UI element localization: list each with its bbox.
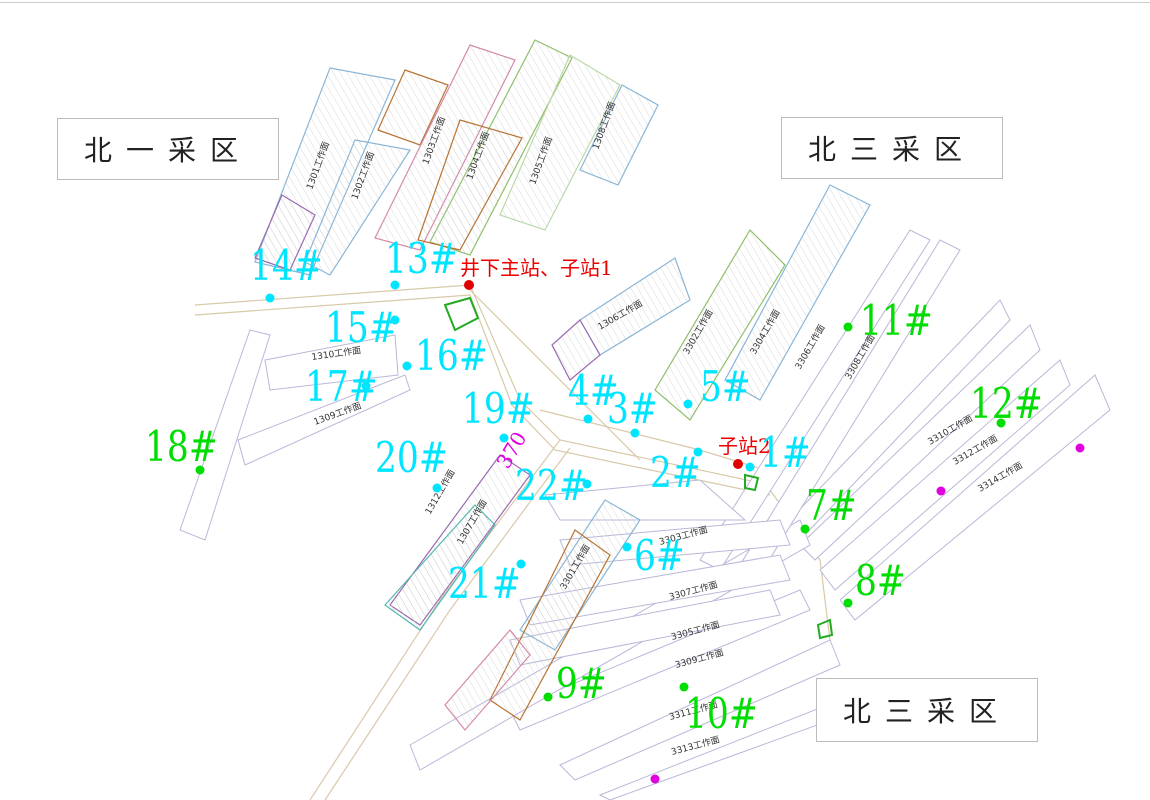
sensor-label-1: 1#	[760, 428, 811, 477]
sensor-label-17: 17#	[305, 362, 378, 411]
sensor-label-4: 4#	[568, 366, 619, 415]
sensor-label-9: 9#	[556, 659, 607, 708]
sensor-label-11: 11#	[860, 296, 933, 345]
sensor-label-3: 3#	[607, 384, 658, 433]
sensor-label-13: 13#	[385, 234, 458, 283]
sensor-label-8: 8#	[855, 556, 906, 605]
sensor-label-22: 22#	[515, 461, 588, 510]
red-station-points	[464, 280, 743, 469]
area-north1: 北一采区	[57, 118, 279, 180]
green-sensor-points	[195, 322, 1006, 702]
sensor-label-20: 20#	[375, 433, 448, 482]
sensor-label-7: 7#	[806, 481, 857, 530]
sensor-label-18: 18#	[145, 422, 218, 471]
substation-2-label: 子站2	[718, 434, 771, 458]
cyan-sensor-points	[265, 280, 755, 569]
sensor-label-19: 19#	[462, 384, 535, 433]
workfaces-north1	[254, 39, 659, 276]
roadways	[194, 284, 831, 800]
sensor-label-21: 21#	[448, 559, 521, 608]
workfaces-north3	[384, 184, 871, 731]
station-markers	[443, 296, 834, 640]
sensor-label-6: 6#	[634, 531, 685, 580]
main-station-label: 井下主站、子站1	[460, 256, 613, 280]
area-north3-bottom: 北三采区	[816, 678, 1038, 742]
sensor-label-10: 10#	[685, 689, 758, 738]
top-border-line	[0, 2, 1150, 3]
sensor-label-16: 16#	[415, 331, 488, 380]
sensor-label-15: 15#	[325, 303, 398, 352]
sensor-label-14: 14#	[250, 241, 323, 290]
panels-outline	[179, 229, 1111, 800]
magenta-points	[650, 443, 1085, 784]
sensor-label-12: 12#	[970, 379, 1043, 428]
area-north3-top: 北三采区	[781, 117, 1003, 179]
sensor-label-5: 5#	[700, 362, 751, 411]
sensor-label-2: 2#	[650, 448, 701, 497]
